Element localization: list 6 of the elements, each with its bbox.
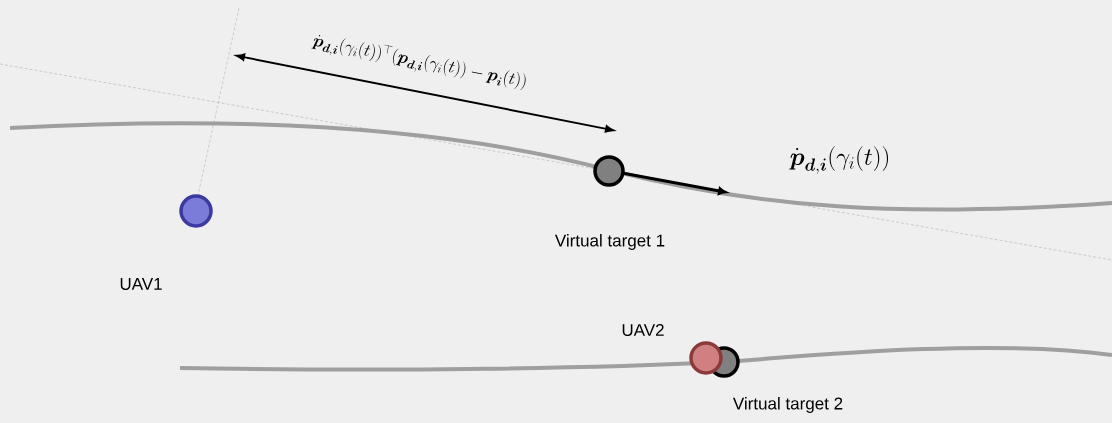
node-label: Virtual target 2 (732, 397, 843, 413)
node-label: Virtual target 1 (554, 234, 665, 250)
formula-label: $\dot{\boldsymbol{p}}_{\boldsymbol{d},\boldsymbol{i}}(\gamma_i(t))$ (789, 146, 889, 174)
node-label: UAV1 (120, 278, 162, 290)
formula-label: $\dot{\boldsymbol{p}}_{\boldsymbol{d},\boldsymbol{i}}(\gamma_i(t))^{\top}(\boldsymbol{p}_{\boldsymbol{d},\boldsymbol{i}}(\gamma_i(t))-\boldsymbol{p}_{\boldsymbol{i}}(t))$ (311, 34, 526, 91)
node-label: UAV2 (622, 323, 664, 336)
